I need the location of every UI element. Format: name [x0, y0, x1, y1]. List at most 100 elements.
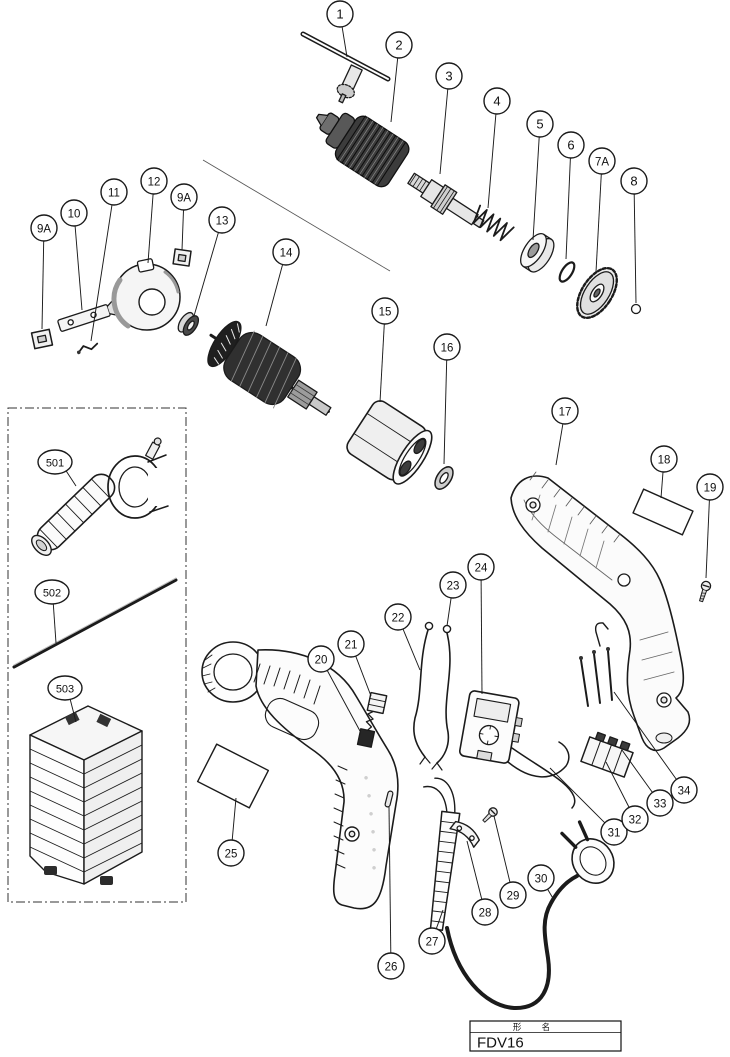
callout-34: 34: [613, 691, 698, 804]
balloon-34: [670, 776, 698, 804]
balloon-501: [37, 449, 73, 475]
callout-503: 503: [47, 675, 83, 723]
leader-line-10: [74, 225, 83, 311]
leader-line-16: [443, 359, 448, 465]
callout-23: 23: [439, 571, 467, 627]
part-square-nut-b: [172, 248, 192, 267]
callout-12: 12: [140, 167, 168, 264]
balloon-label-9A: 9A: [37, 223, 51, 235]
callout-2: 2: [385, 31, 413, 123]
leader-line-24: [480, 579, 483, 695]
balloon-24: [467, 553, 495, 581]
balloon-label-7A: 7A: [595, 156, 609, 168]
balloon-33: [646, 789, 674, 817]
leader-line-34: [613, 691, 677, 780]
part-cord-clip: [449, 820, 480, 848]
balloon-label-20: 20: [315, 654, 328, 666]
housing-hatch: [529, 471, 621, 543]
balloon-19: [696, 473, 724, 501]
leader-line-25: [231, 797, 237, 841]
balloon-15: [371, 297, 399, 325]
leader-line-9A: [41, 240, 45, 330]
balloon-label-5: 5: [536, 116, 543, 131]
leader-line-32: [605, 761, 630, 808]
balloon-32: [621, 805, 649, 833]
part-washer: [520, 233, 555, 273]
balloon-label-19: 19: [704, 482, 717, 494]
balloon-label-34: 34: [678, 785, 691, 797]
callout-33: 33: [621, 749, 674, 817]
part-screw-a: [699, 580, 712, 603]
balloon-31: [600, 818, 628, 846]
balloon-30: [527, 864, 555, 892]
balloon-label-28: 28: [479, 907, 492, 919]
part-front-housing: [201, 641, 399, 910]
balloon-5: [526, 110, 554, 138]
accessory-box: [7, 407, 187, 903]
part-lead-wire-b: [431, 624, 452, 771]
part-power-cord: [445, 820, 615, 1011]
part-depth-gauge: [12, 577, 178, 669]
callout-29: 29: [493, 815, 527, 909]
balloon-9A: [170, 183, 198, 211]
leader-line-17: [555, 423, 564, 466]
part-contact-pins: [579, 622, 613, 707]
axis-line: [202, 159, 391, 272]
balloon-2: [385, 31, 413, 59]
balloon-label-22: 22: [392, 612, 405, 624]
leader-line-6: [565, 157, 571, 260]
part-carbon-brush: [356, 711, 376, 748]
case-ridges-right: [83, 744, 143, 873]
part-square-nut-a: [30, 328, 54, 350]
balloon-label-33: 33: [654, 798, 667, 810]
balloon-13: [208, 206, 236, 234]
balloon-18: [650, 445, 678, 473]
leader-line-3: [439, 88, 449, 175]
balloon-11: [100, 178, 128, 206]
armature-skew-lines: [231, 330, 297, 409]
vent-slots: [253, 663, 321, 705]
balloon-14: [272, 238, 300, 266]
balloon-503: [47, 675, 83, 701]
callout-16: 16: [433, 333, 461, 465]
balloon-label-24: 24: [475, 562, 488, 574]
part-bearing-washer: [177, 311, 200, 336]
balloon-label-13: 13: [216, 215, 229, 227]
callout-20: 20: [307, 645, 361, 732]
part-lead-wire-a: [413, 621, 434, 765]
balloon-label-25: 25: [225, 848, 238, 860]
balloon-21: [337, 630, 365, 658]
balloon-26: [377, 952, 405, 980]
callout-502: 502: [34, 579, 70, 644]
leader-line-503: [69, 699, 77, 723]
callout-28: 28: [466, 840, 499, 926]
callout-24: 24: [467, 553, 495, 695]
balloon-label-12: 12: [148, 176, 161, 188]
handle-ribs: [639, 631, 675, 681]
callout-6: 6: [557, 131, 585, 260]
part-gear: [576, 266, 618, 320]
balloon-6: [557, 131, 585, 159]
case-ridges-left: [29, 748, 85, 873]
callout-9A: 9A: [170, 183, 198, 251]
leader-line-30: [547, 888, 555, 901]
leader-line-27: [435, 909, 444, 929]
balloon-label-10: 10: [68, 208, 81, 220]
balloon-label-26: 26: [385, 961, 398, 973]
leader-line-28: [466, 840, 483, 900]
leader-line-13: [193, 232, 219, 317]
balloon-label-6: 6: [567, 137, 574, 152]
grip-ribs: [333, 765, 348, 869]
callout-14: 14: [265, 238, 300, 327]
grip-rings: [39, 479, 110, 548]
part-chuck: [315, 112, 410, 188]
balloon-label-18: 18: [658, 454, 671, 466]
balloon-4: [483, 87, 511, 115]
callout-4: 4: [483, 87, 511, 209]
part-spring: [472, 204, 515, 242]
balloon-16: [433, 333, 461, 361]
balloon-23: [439, 571, 467, 599]
balloon-20: [307, 645, 335, 673]
